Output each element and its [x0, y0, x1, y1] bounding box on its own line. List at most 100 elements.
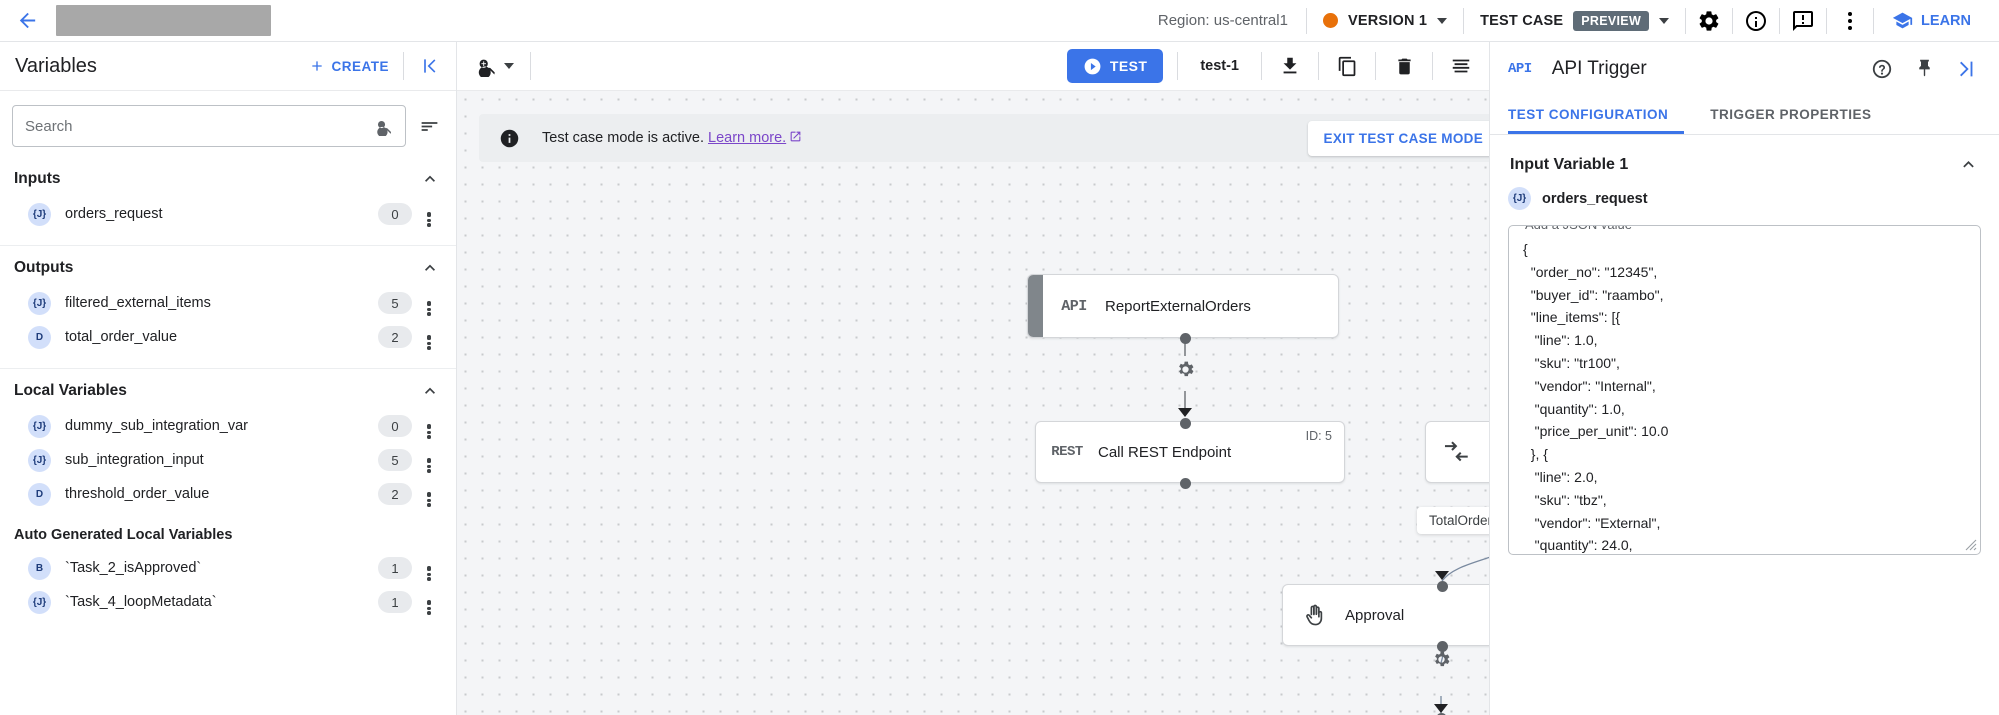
variable-row[interactable]: {J} dummy_sub_integration_var 0	[0, 409, 456, 443]
variable-name: dummy_sub_integration_var	[65, 418, 248, 434]
help-button[interactable]	[1861, 48, 1903, 90]
variable-row[interactable]: D total_order_value 2	[0, 320, 456, 354]
exit-test-case-mode-button[interactable]: EXIT TEST CASE MODE	[1307, 120, 1489, 156]
node-body: Approval	[1345, 607, 1489, 624]
delete-button[interactable]	[1376, 42, 1432, 91]
collapse-right-button[interactable]	[1945, 48, 1987, 90]
variable-group-header[interactable]: Local Variables	[0, 369, 456, 409]
variable-count: 5	[378, 449, 412, 471]
variables-panel-header: Variables CREATE	[0, 42, 456, 91]
panel-body: Input Variable 1 {J} orders_request Add …	[1490, 135, 1999, 715]
divider	[1432, 52, 1433, 80]
divider	[1826, 7, 1828, 34]
edge-arrowhead	[1178, 408, 1192, 417]
more-options-button[interactable]	[1827, 0, 1873, 42]
node-input-port[interactable]	[1436, 713, 1447, 715]
row-menu-button[interactable]	[416, 413, 442, 439]
node-title: Approval	[1345, 606, 1405, 624]
help-icon	[1872, 59, 1892, 78]
divider	[1779, 7, 1781, 34]
edge-config-gear[interactable]	[1431, 649, 1452, 675]
logs-button[interactable]	[1433, 42, 1489, 91]
zoom-control[interactable]	[475, 55, 530, 77]
variable-row[interactable]: D threshold_order_value 2	[0, 477, 456, 511]
node-approval[interactable]: Approval ID: 2	[1282, 584, 1489, 646]
download-button[interactable]	[1262, 42, 1318, 91]
node-title: Call REST Endpoint	[1098, 443, 1232, 461]
variables-panel-title: Variables	[15, 54, 97, 77]
node-output-port[interactable]	[1180, 333, 1191, 344]
edge-config-gear[interactable]	[1175, 359, 1196, 385]
search-input[interactable]	[25, 117, 374, 135]
node-output-port[interactable]	[1180, 478, 1191, 489]
row-menu-button[interactable]	[416, 290, 442, 316]
sort-button[interactable]	[414, 111, 444, 141]
row-menu-button[interactable]	[416, 555, 442, 581]
variable-row[interactable]: {J} filtered_external_items 5	[0, 286, 456, 320]
panel-tabs: TEST CONFIGURATION TRIGGER PROPERTIES	[1490, 95, 1999, 135]
learn-more-link[interactable]: Learn more.	[708, 130, 787, 146]
canvas-toolbar: TEST test-1	[457, 42, 1489, 91]
flow-canvas[interactable]: Test case mode is active.Learn more. EXI…	[457, 91, 1489, 715]
json-value-field[interactable]: Add a JSON value * { "order_no": "12345"…	[1508, 225, 1981, 555]
variable-row[interactable]: {J} sub_integration_input 5	[0, 443, 456, 477]
divider	[1732, 7, 1734, 34]
json-value-text[interactable]: { "order_no": "12345", "buyer_id": "raam…	[1523, 241, 1669, 554]
variable-row[interactable]: B `Task_2_isApproved` 1	[0, 551, 456, 585]
variable-row[interactable]: {J} `Task_4_loopMetadata` 1	[0, 585, 456, 619]
test-case-mode-banner: Test case mode is active.Learn more. EXI…	[479, 114, 1489, 162]
edge-arrowhead	[1434, 704, 1448, 713]
feedback-button[interactable]	[1780, 0, 1826, 42]
tab-trigger-properties[interactable]: TRIGGER PROPERTIES	[1710, 107, 1872, 122]
edge-condition-label[interactable]: TotalOrderValue Above …	[1417, 507, 1489, 534]
type-badge: {J}	[28, 291, 51, 315]
type-badge: {J}	[28, 448, 51, 472]
gear-icon	[1179, 361, 1194, 377]
variables-list[interactable]: Inputs {J} orders_request 0	[0, 157, 456, 715]
input-variable-row: {J} orders_request	[1508, 187, 1981, 214]
row-menu-button[interactable]	[416, 447, 442, 473]
settings-button[interactable]	[1686, 0, 1732, 42]
input-variable-section-header[interactable]: Input Variable 1	[1508, 135, 1981, 187]
row-menu-button[interactable]	[416, 201, 442, 227]
test-case-selector[interactable]: TEST CASE PREVIEW	[1464, 10, 1685, 31]
node-report-external-orders[interactable]: API ReportExternalOrders	[1027, 274, 1339, 338]
node-accent-bar	[1028, 275, 1043, 337]
chevron-up-icon	[425, 264, 435, 271]
row-menu-button[interactable]	[416, 589, 442, 615]
rest-tag-icon: REST	[1051, 444, 1083, 460]
collapse-panel-button[interactable]	[404, 56, 456, 76]
row-menu-button[interactable]	[416, 324, 442, 350]
variable-name: total_order_value	[65, 329, 178, 345]
api-tag-icon: API	[1061, 297, 1087, 315]
back-button[interactable]	[10, 4, 44, 38]
node-output-port[interactable]	[1437, 641, 1448, 652]
node-find-total-order-price[interactable]: Find Total Order Price ID: 1	[1425, 421, 1489, 483]
panel-header: API API Trigger	[1490, 42, 1999, 95]
node-id-label: ID: 5	[1305, 429, 1332, 443]
duplicate-button[interactable]	[1319, 42, 1375, 91]
divider	[1463, 7, 1465, 34]
variable-name: threshold_order_value	[65, 486, 210, 502]
learn-button[interactable]: LEARN	[1874, 10, 1985, 31]
tab-test-configuration[interactable]: TEST CONFIGURATION	[1508, 95, 1684, 134]
row-menu-button[interactable]	[416, 481, 442, 507]
version-selector[interactable]: VERSION 1	[1307, 13, 1463, 29]
node-input-port[interactable]	[1180, 418, 1191, 429]
node-body: Find Total Order Price	[1488, 444, 1489, 461]
create-variable-button[interactable]: CREATE	[295, 58, 403, 74]
node-input-port[interactable]	[1437, 581, 1448, 592]
variable-count: 1	[378, 591, 412, 613]
search-box[interactable]	[12, 105, 406, 147]
group-title: Outputs	[14, 259, 74, 276]
resize-grip-icon[interactable]	[1965, 539, 1977, 551]
variable-row[interactable]: {J} orders_request 0	[0, 197, 456, 231]
node-call-rest-endpoint[interactable]: REST Call REST Endpoint ID: 5	[1035, 421, 1345, 483]
variable-group-header[interactable]: Outputs	[0, 246, 456, 286]
run-test-button[interactable]: TEST	[1066, 49, 1164, 83]
play-circle-icon	[1084, 58, 1101, 74]
info-button[interactable]	[1733, 0, 1779, 42]
type-badge: D	[28, 482, 51, 506]
variable-group-header[interactable]: Inputs	[0, 157, 456, 197]
pin-button[interactable]	[1903, 48, 1945, 90]
